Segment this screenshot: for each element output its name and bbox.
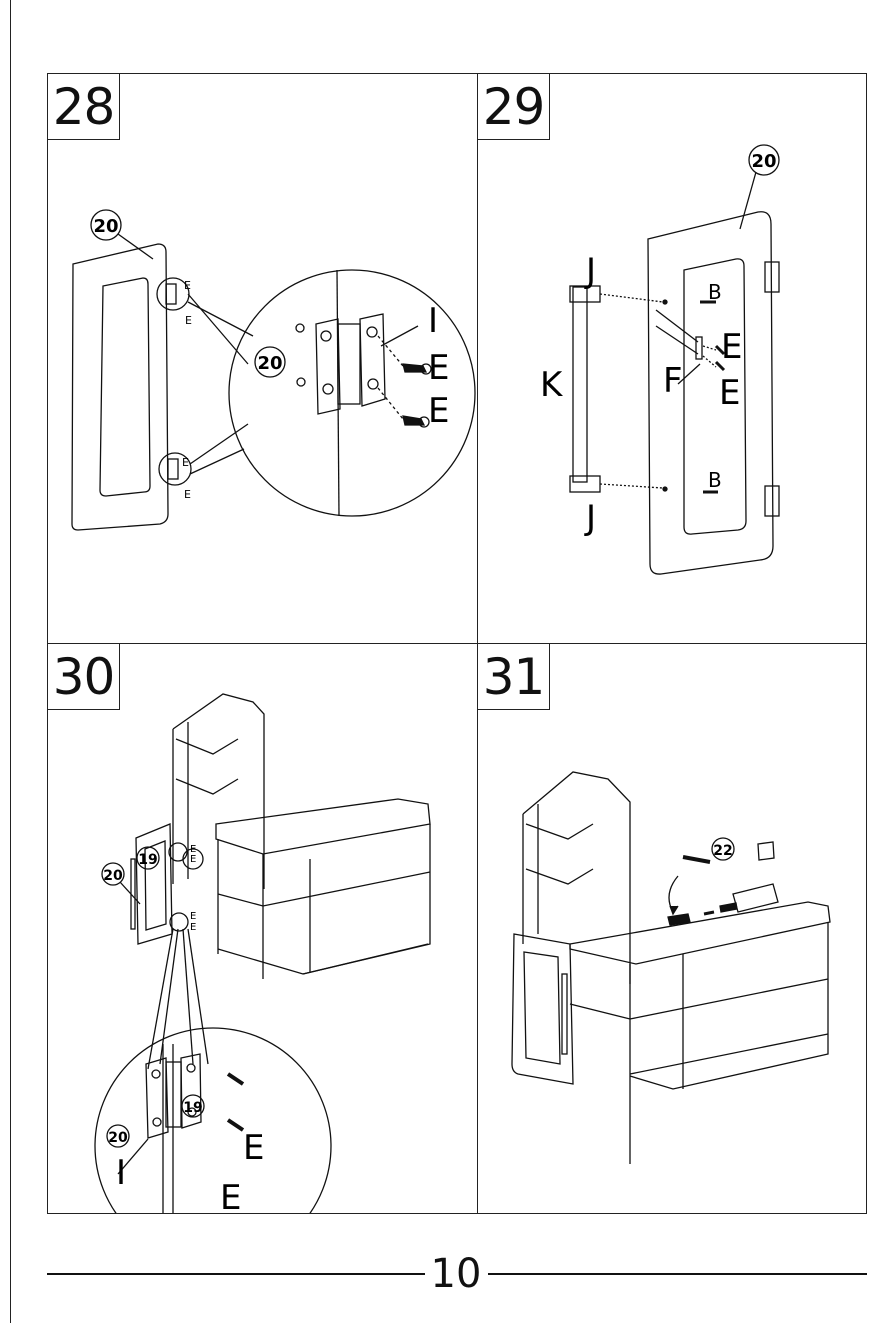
screw-e-label-1: E: [721, 327, 742, 367]
step-30-panel: 30: [48, 644, 478, 1213]
handle-label: K: [540, 365, 564, 405]
step-29-illustration: 20 J J K B B F E E: [478, 74, 866, 644]
screw-b-label-top: B: [708, 280, 722, 304]
small-e-label: E: [190, 854, 196, 865]
small-e-label: E: [182, 456, 189, 469]
footer-rule-right: [488, 1273, 867, 1275]
part-20-label: 20: [751, 151, 776, 172]
step-28-panel: 28: [48, 74, 478, 644]
door-label: 20: [103, 868, 123, 884]
step-28-illustration: 20 20 I E E E E E E: [48, 74, 478, 644]
detail-shelf-label: 19: [183, 1100, 202, 1116]
bracket-label-bottom: J: [584, 498, 596, 538]
screw-e-label-2: E: [719, 373, 740, 413]
screw-label-a: E: [428, 348, 449, 388]
small-e-label: E: [184, 279, 191, 292]
step-30-illustration: 20 19 20 19 I E E E E E E: [48, 644, 478, 1213]
shelf-label: 19: [138, 852, 157, 868]
part-22-label: 22: [713, 843, 732, 859]
screw-label-a: E: [243, 1128, 264, 1168]
instruction-grid: 28: [47, 73, 867, 1214]
bracket-label-top: J: [584, 251, 596, 291]
step-31-panel: 31: [478, 644, 866, 1213]
detail-part-20-label: 20: [257, 353, 282, 374]
small-e-label: E: [190, 922, 196, 933]
small-e-label: E: [185, 314, 192, 327]
step-29-panel: 29: [478, 74, 866, 644]
part-20-label: 20: [93, 216, 118, 237]
step-31-illustration: 22: [478, 644, 866, 1213]
plate-label: F: [663, 361, 683, 401]
detail-door-label: 20: [108, 1130, 128, 1146]
screw-label-b: E: [428, 391, 449, 431]
screw-b-label-bottom: B: [708, 468, 722, 492]
page-number: 10: [424, 1251, 488, 1297]
small-e-label: E: [184, 488, 191, 501]
footer-rule-left: [47, 1273, 425, 1275]
hinge-label: I: [428, 301, 438, 341]
screw-label-b: E: [220, 1178, 241, 1213]
binding-edge-line: [10, 0, 11, 1323]
hinge-label: I: [116, 1153, 126, 1193]
small-e-label: E: [190, 911, 196, 922]
